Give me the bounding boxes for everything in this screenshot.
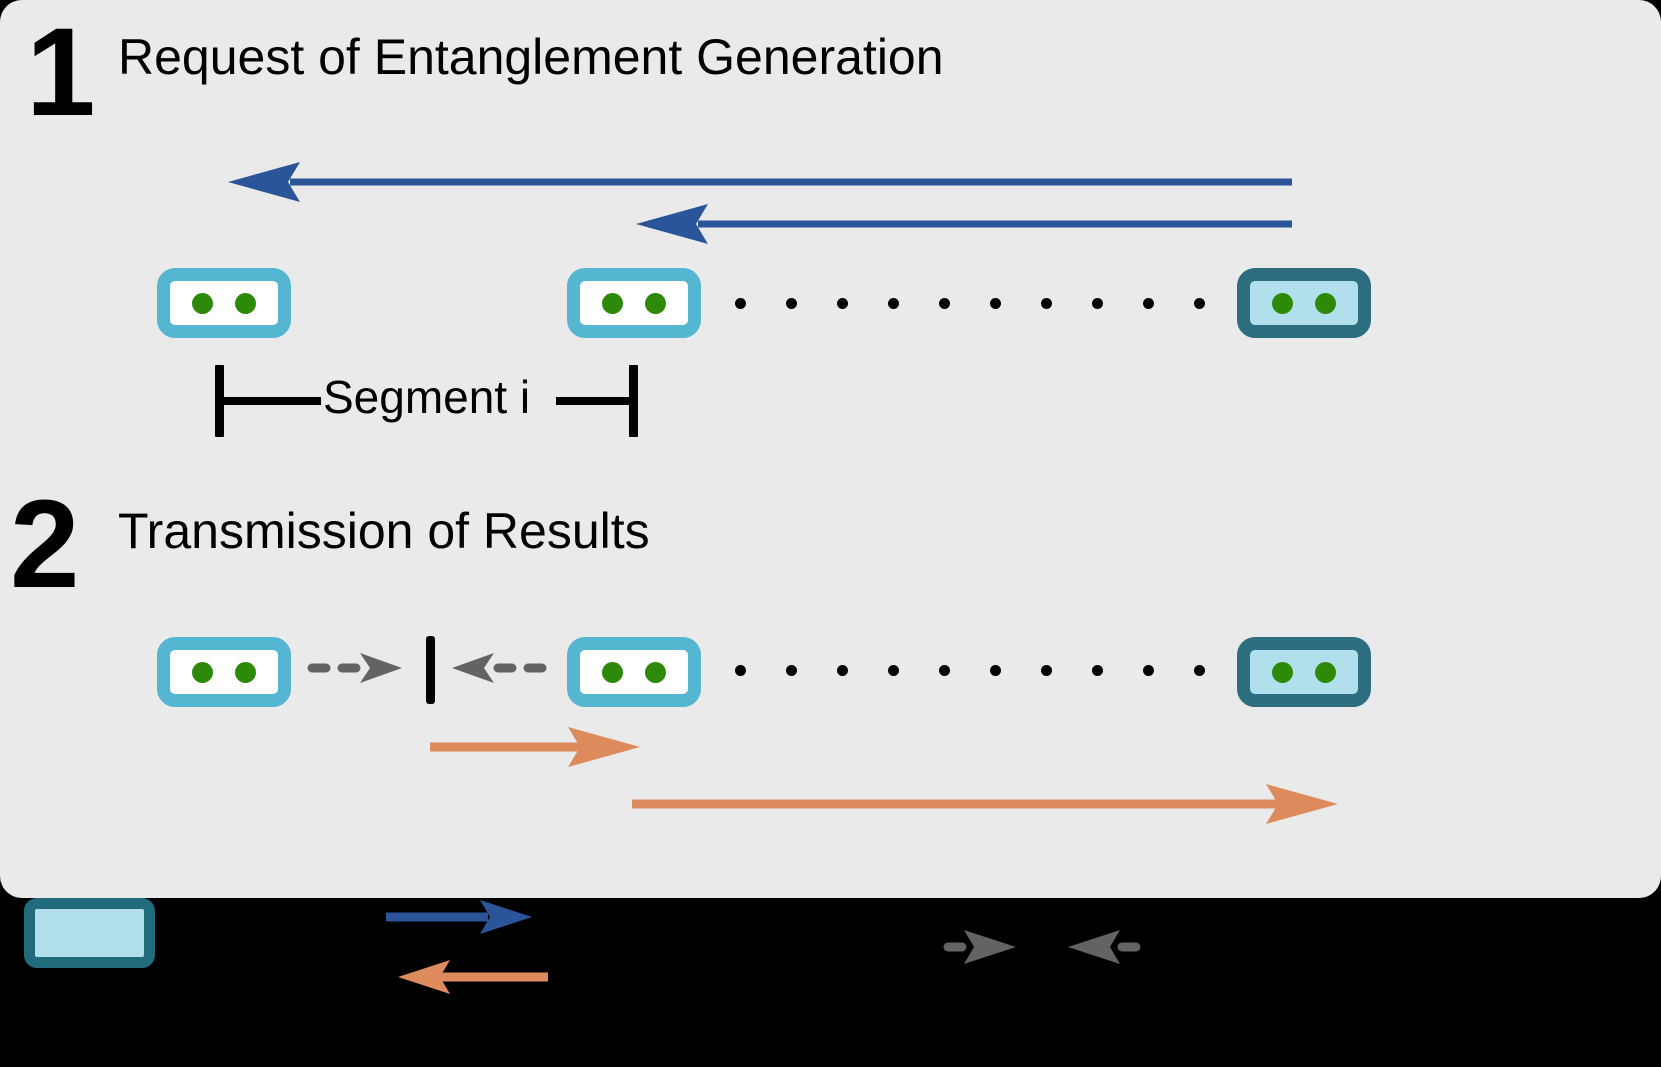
step-2-number: 2 <box>10 475 80 614</box>
qubit-dot <box>1315 661 1336 683</box>
legend-node-swatch <box>24 898 155 968</box>
step2-node-end[interactable] <box>1237 637 1371 707</box>
legend-dashed-arrow-layer <box>943 930 1141 964</box>
qubit-dot <box>235 292 256 314</box>
legend-dashed-left-arrow <box>1068 930 1141 964</box>
step2-node-2[interactable] <box>567 637 701 707</box>
step-1-arrow-layer <box>228 162 1292 244</box>
ellipsis-dot <box>1194 297 1205 309</box>
ellipsis-dot <box>837 297 848 309</box>
qubit-dot <box>192 661 213 683</box>
legend-dashed-right-arrow <box>943 930 1016 964</box>
segment-bracket-left-tick <box>215 365 224 437</box>
legend-arrow-layer <box>386 900 548 994</box>
step2-ellipsis <box>735 664 1205 676</box>
qubit-dot <box>192 292 213 314</box>
qubit-dot <box>235 661 256 683</box>
ellipsis-dot <box>939 297 950 309</box>
segment-bracket-right-bar <box>556 397 636 405</box>
ellipsis-dot <box>1041 664 1052 676</box>
ellipsis-dot <box>1092 664 1103 676</box>
result-dashed-right <box>307 653 402 683</box>
request-arrow-short <box>636 204 1292 244</box>
qubit-dot <box>1272 661 1293 683</box>
result-dashed-left <box>452 653 547 683</box>
step2-node-1[interactable] <box>157 637 291 707</box>
step-1-number: 1 <box>26 3 96 142</box>
qubit-dot <box>1272 292 1293 314</box>
legend <box>0 898 1661 1067</box>
segment-bracket-right-tick <box>629 365 638 437</box>
qubit-dot <box>602 661 623 683</box>
qubit-dot <box>1315 292 1336 314</box>
step-2-solid-arrow-layer <box>430 727 1338 824</box>
step1-ellipsis <box>735 297 1205 309</box>
diagram-panel: 1 Request of Entanglement Generation <box>0 0 1661 898</box>
legend-blue-arrow <box>386 900 532 934</box>
ellipsis-dot <box>1143 297 1154 309</box>
ellipsis-dot <box>1041 297 1052 309</box>
segment-label: Segment i <box>323 371 531 423</box>
ellipsis-dot <box>837 664 848 676</box>
ellipsis-dot <box>990 297 1001 309</box>
ellipsis-dot <box>1194 664 1205 676</box>
ellipsis-dot <box>990 664 1001 676</box>
qubit-dot <box>645 292 666 314</box>
ellipsis-dot <box>735 297 746 309</box>
ellipsis-dot <box>939 664 950 676</box>
ellipsis-dot <box>786 664 797 676</box>
step1-node-1[interactable] <box>157 268 291 338</box>
qubit-dot <box>645 661 666 683</box>
ellipsis-dot <box>888 297 899 309</box>
step1-node-end[interactable] <box>1237 268 1371 338</box>
ellipsis-dot <box>786 297 797 309</box>
legend-orange-arrow <box>398 960 548 994</box>
step-1-title: Request of Entanglement Generation <box>118 29 944 85</box>
ellipsis-dot <box>735 664 746 676</box>
ellipsis-dot <box>1092 297 1103 309</box>
qubit-dot <box>602 292 623 314</box>
ellipsis-dot <box>888 664 899 676</box>
result-arrow-long <box>632 784 1338 824</box>
result-arrow-short <box>430 727 640 767</box>
step-2-title: Transmission of Results <box>118 503 650 559</box>
request-arrow-long <box>228 162 1292 202</box>
segment-bracket-left-bar <box>221 397 321 405</box>
ellipsis-dot <box>1143 664 1154 676</box>
step2-midpoint-divider <box>426 636 435 704</box>
step1-node-2[interactable] <box>567 268 701 338</box>
